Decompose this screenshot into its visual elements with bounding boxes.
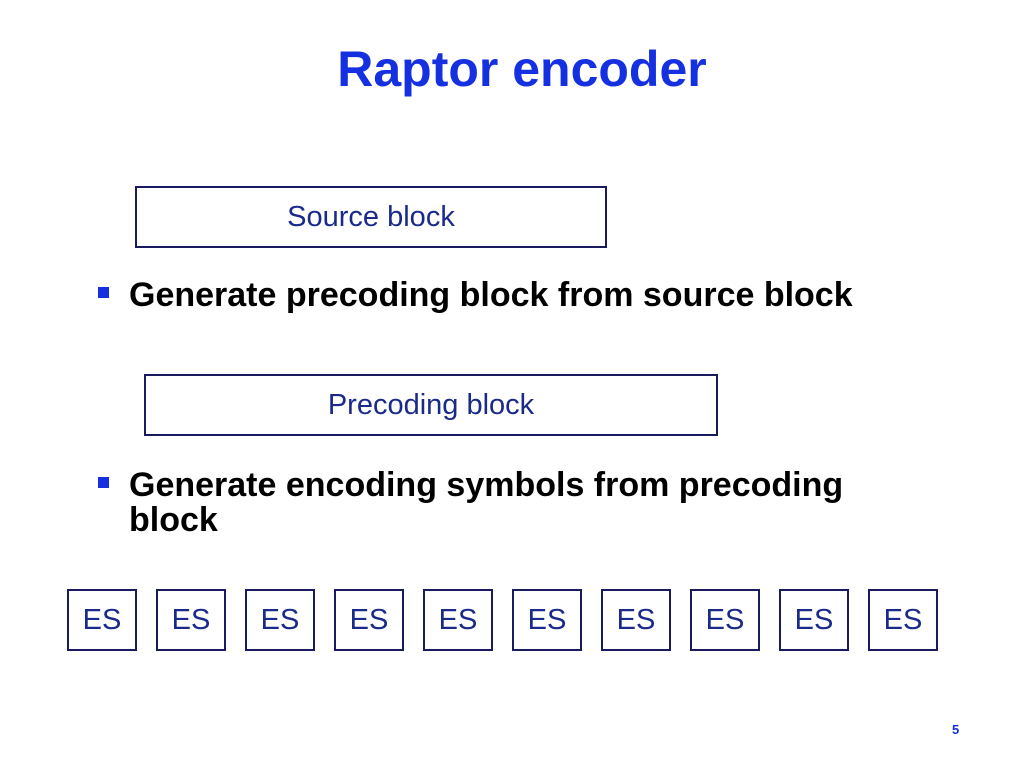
encoding-symbol-box: ES: [690, 589, 760, 651]
slide-title: Raptor encoder: [337, 41, 707, 97]
encoding-symbol-box: ES: [245, 589, 315, 651]
encoding-symbols-row: ES ES ES ES ES ES ES ES ES ES: [0, 589, 1024, 651]
encoding-symbol-box: ES: [334, 589, 404, 651]
encoding-symbol-box: ES: [156, 589, 226, 651]
bullet-text: Generate encoding symbols from precoding…: [129, 466, 844, 539]
bullet-text: Generate precoding block from source blo…: [129, 276, 853, 314]
square-bullet-icon: [98, 477, 109, 488]
encoding-symbol-box: ES: [601, 589, 671, 651]
encoding-symbol-box: ES: [868, 589, 938, 651]
encoding-symbol-box: ES: [423, 589, 493, 651]
encoding-symbol-box: ES: [67, 589, 137, 651]
square-bullet-icon: [98, 287, 109, 298]
encoding-symbol-box: ES: [779, 589, 849, 651]
precoding-block-box: Precoding block: [144, 374, 718, 436]
source-block-box: Source block: [135, 186, 607, 248]
encoding-symbol-box: ES: [512, 589, 582, 651]
page-number: 5: [952, 722, 960, 737]
